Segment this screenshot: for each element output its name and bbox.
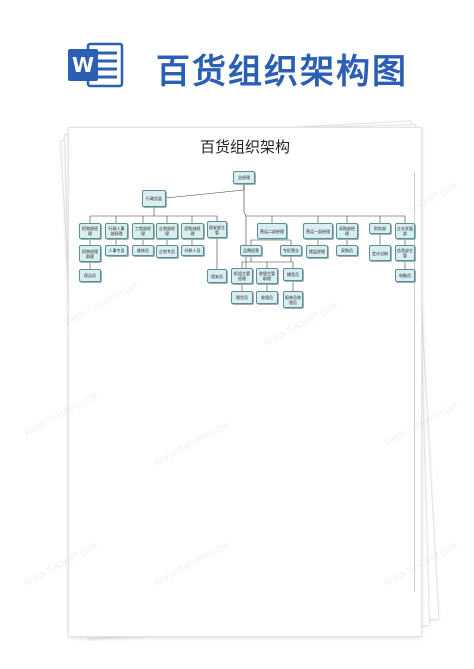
org-node-staff: 播音员 — [283, 268, 303, 281]
org-node-security-manager: 保安部主管 — [207, 221, 227, 238]
header-banner: W 百货组织架构图 — [0, 0, 474, 120]
org-node-staff: 外联人员 — [181, 245, 204, 256]
org-node-ceo: 总经理 — [233, 171, 255, 184]
org-node-staff: 企划专员 — [156, 245, 178, 258]
org-chart-connectors — [89, 184, 406, 291]
org-node-staff: 专柜营业 — [280, 245, 302, 256]
org-node-staff: 电脑员 — [395, 269, 415, 282]
org-node-ops-dept: 采购部经理 — [336, 223, 358, 239]
org-node-staff: 会计出纳 — [369, 245, 391, 261]
document-title: 百货组织架构 — [199, 138, 290, 156]
org-node-staff: 理货员 — [231, 291, 253, 304]
word-app-icon: W — [68, 42, 124, 88]
org-node-staff: 柜组主管经理 — [231, 268, 253, 284]
org-node-admin-dept: 团购部经理 — [181, 223, 204, 239]
org-node-staff: 收银主管助理 — [256, 268, 278, 284]
org-node-staff: 人事专员 — [105, 245, 128, 256]
org-node-admin-dept: 行政人事部经理 — [105, 223, 128, 239]
org-node-admin-dept: 企划部经理 — [156, 223, 178, 239]
org-node-admin-director: 行政总监 — [142, 190, 166, 207]
page-scroll-edge — [414, 172, 415, 592]
org-node-ops-dept: 财务部 — [369, 223, 391, 234]
org-node-admin-dept: 工程部经理 — [132, 223, 154, 239]
org-connector — [243, 211, 247, 217]
org-node-ops-dept: 营运二部经理 — [257, 223, 287, 239]
banner-title: 百货组织架构图 — [156, 52, 408, 92]
org-node-staff: 品牌经营 — [240, 245, 262, 256]
org-connector — [165, 189, 245, 199]
org-node-staff: 报单员收银员 — [283, 291, 303, 308]
org-node-ops-dept: 企业发展部 — [395, 223, 415, 239]
word-icon-letter: W — [72, 53, 94, 77]
org-node-staff: 保洁员 — [79, 269, 101, 282]
org-node-staff: 保安员 — [207, 269, 227, 283]
org-node-staff: 信息部主管 — [395, 245, 415, 261]
org-node-staff: 维修员 — [132, 245, 154, 256]
document-page: 百货组织架构 总经理 行政总监 招商部经理 行政人事部经理 工程部经理 企划部经… — [68, 127, 422, 637]
org-node-staff: 招商经理助理 — [79, 245, 101, 262]
org-node-ops-dept: 营运一部经理 — [303, 223, 333, 239]
org-node-staff: 采购员 — [336, 245, 358, 256]
org-node-admin-dept: 招商部经理 — [79, 223, 101, 239]
org-node-staff: 楼层经理 — [306, 245, 328, 258]
org-node-staff: 收银员 — [256, 291, 278, 304]
